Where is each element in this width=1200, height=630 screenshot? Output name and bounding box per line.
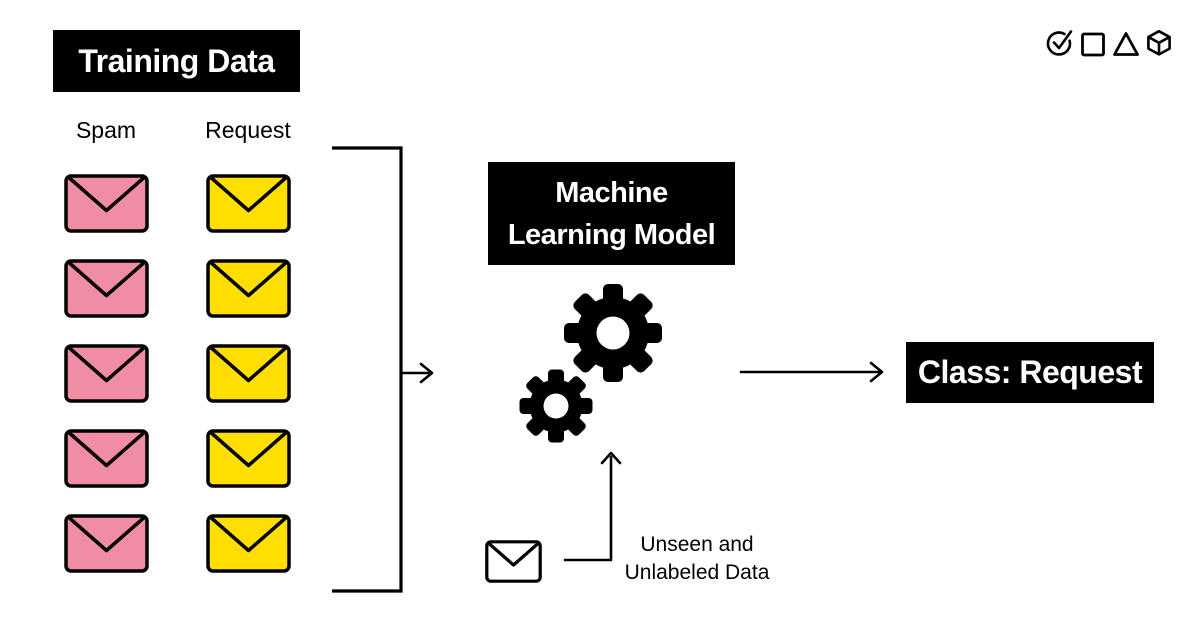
training-data-title: Training Data xyxy=(78,42,275,79)
gears-icon xyxy=(519,284,662,443)
model-title-line1: Machine xyxy=(555,176,668,209)
request-column-header: Request xyxy=(205,117,291,143)
unseen-data-label: Unseen and Unlabeled Data xyxy=(612,531,782,587)
training-data-label: Training Data xyxy=(53,30,300,92)
class-request-label: Class: Request xyxy=(906,342,1154,403)
envelope-icon-spam xyxy=(64,174,149,233)
model-title-line2: Learning Model xyxy=(507,218,716,251)
triangle-icon xyxy=(1113,32,1139,56)
machine-learning-model-label: Machine Learning Model xyxy=(488,162,735,265)
cube-icon xyxy=(1147,29,1171,56)
envelope-icon-request xyxy=(206,259,291,318)
envelope-icon-request xyxy=(206,174,291,233)
envelope-icon-spam xyxy=(64,344,149,403)
envelope-icon-request xyxy=(206,344,291,403)
envelope-icon-request xyxy=(206,429,291,488)
request-envelope-column xyxy=(206,174,291,573)
gear-large-icon xyxy=(564,284,662,382)
spam-envelope-column xyxy=(64,174,149,573)
model-to-class-arrow xyxy=(739,361,884,383)
logo-icons xyxy=(1045,27,1173,58)
unseen-label-line1: Unseen and xyxy=(640,533,754,556)
envelope-icon-spam xyxy=(64,429,149,488)
training-bracket xyxy=(332,146,403,593)
gear-small-icon xyxy=(519,369,593,443)
unseen-label-line2: Unlabeled Data xyxy=(624,561,770,584)
spam-column-header: Spam xyxy=(75,117,137,143)
check-circle-icon xyxy=(1046,30,1073,56)
envelope-icon-request xyxy=(206,514,291,573)
envelope-icon-spam xyxy=(64,259,149,318)
envelope-icon-spam xyxy=(64,514,149,573)
class-request-text: Class: Request xyxy=(917,354,1143,390)
square-icon xyxy=(1081,32,1105,57)
training-to-model-arrow xyxy=(399,362,434,384)
unseen-envelope-icon xyxy=(485,540,542,583)
